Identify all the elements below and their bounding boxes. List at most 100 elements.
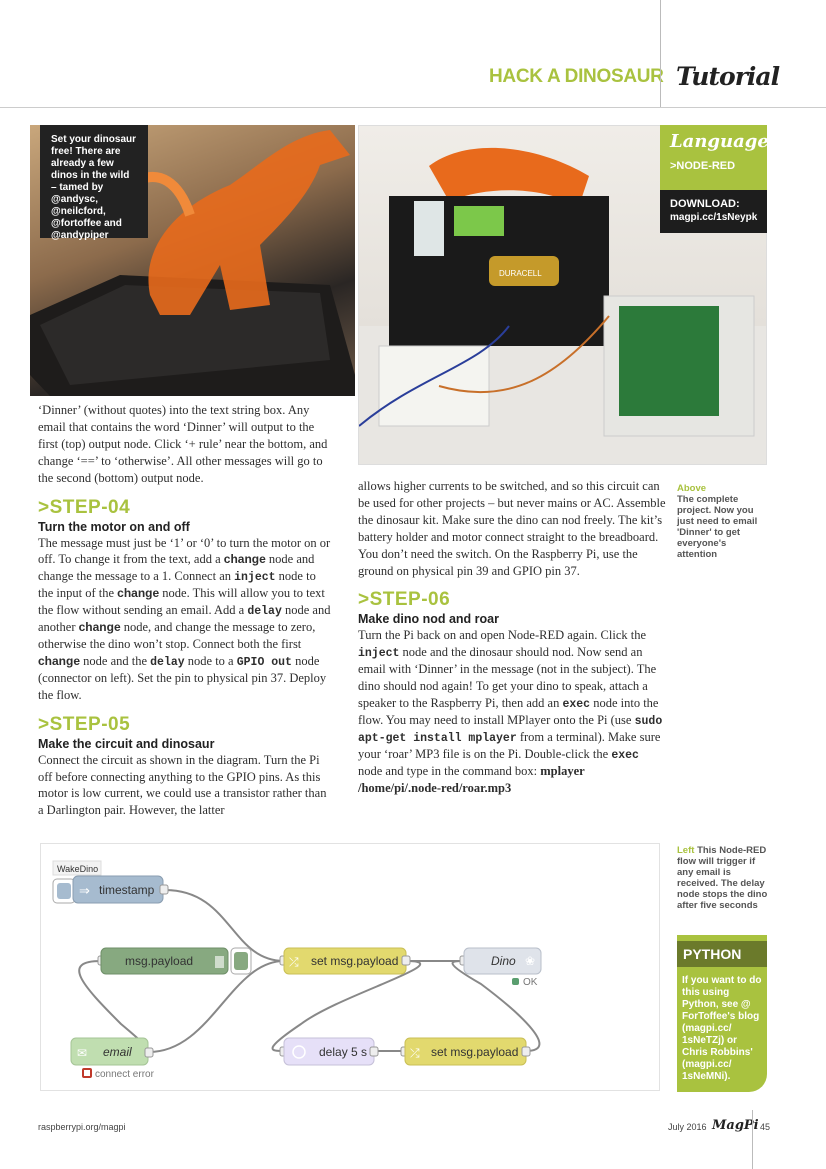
page-number: 45 bbox=[760, 1122, 771, 1132]
tutorial-label: Tutorial bbox=[676, 62, 780, 91]
download-label: DOWNLOAD: bbox=[670, 198, 740, 210]
inline-code: sudo apt-get install mplayer bbox=[358, 714, 663, 745]
inline-strong: magpi.cc/ 1sNeTZj bbox=[682, 1023, 732, 1046]
dinosaur-photo bbox=[30, 125, 355, 396]
continued-paragraph: allows higher currents to be switched, a… bbox=[358, 478, 666, 579]
text-run: from a terminal). Make sure your ‘roar’ … bbox=[358, 729, 661, 761]
change-2-label: set msg.payload bbox=[431, 1045, 518, 1059]
caption-above: Above The complete project. Now you just… bbox=[677, 483, 767, 560]
timer-icon bbox=[292, 1045, 306, 1059]
step-05-label: >STEP-05 bbox=[38, 713, 131, 735]
download-link[interactable]: magpi.cc/1sNeypk bbox=[670, 212, 758, 223]
text-run: node and the dinosaur should nod. Now se… bbox=[358, 645, 657, 711]
text-run: Connect the circuit as shown in the diag… bbox=[38, 752, 327, 818]
inject-node[interactable]: ⇒ timestamp bbox=[52, 875, 169, 904]
inject-label: timestamp bbox=[99, 883, 155, 897]
text-run: Turn the Pi back on and open Node-RED ag… bbox=[358, 628, 647, 643]
text-run: node and type in the command box: bbox=[358, 763, 541, 778]
email-label: email bbox=[103, 1045, 132, 1059]
language-value: >NODE-RED bbox=[670, 160, 736, 172]
inline-code: delay bbox=[150, 655, 185, 669]
inline-code: delay bbox=[247, 605, 282, 619]
gpio-node[interactable]: Dino ❀ OK bbox=[459, 947, 542, 988]
python-body: If you want to do this using Python, see… bbox=[677, 967, 767, 1091]
project-photo: DURACELL bbox=[358, 125, 767, 465]
magpi-logo: MagPi bbox=[712, 1118, 759, 1133]
step-06-label: >STEP-06 bbox=[358, 589, 451, 611]
debug-label: msg.payload bbox=[125, 954, 193, 968]
delay-node[interactable]: delay 5 s bbox=[279, 1037, 379, 1066]
gpio-label: Dino bbox=[491, 954, 516, 968]
battery-label: DURACELL bbox=[499, 269, 542, 278]
inline-bold: change bbox=[223, 552, 266, 567]
inline-code: exec bbox=[611, 748, 639, 762]
text-run: ‘Dinner’ (without quotes) into the text … bbox=[38, 403, 328, 485]
inline-bold: change bbox=[117, 586, 160, 601]
language-box: Language >NODE-RED bbox=[660, 125, 769, 190]
step-05-body: Connect the circuit as shown in the diag… bbox=[38, 752, 334, 820]
header-rule bbox=[0, 107, 826, 108]
envelope-icon: ✉ bbox=[77, 1046, 87, 1060]
flow-tab[interactable]: WakeDino bbox=[57, 864, 98, 874]
footer-divider bbox=[752, 1110, 753, 1169]
step-06-title: Make dino nod and roar bbox=[358, 612, 499, 627]
change-node-2[interactable]: ⤮ set msg.payload bbox=[400, 1037, 531, 1066]
text-run: node into the flow. You may need to inst… bbox=[358, 696, 659, 727]
list-icon bbox=[215, 956, 224, 968]
step-04-body: The message must just be ‘1’ or ‘0’ to t… bbox=[38, 535, 334, 704]
email-status: connect error bbox=[95, 1069, 155, 1080]
change-node-1[interactable]: ⤮ set msg.payload bbox=[279, 947, 411, 975]
header-divider bbox=[660, 0, 661, 107]
caption-text: The complete project. Now you just need … bbox=[677, 494, 758, 560]
text-run: node to the input of the bbox=[38, 569, 316, 601]
text-run: node and another bbox=[38, 603, 331, 635]
text-run: If you want to do this using Python, see… bbox=[682, 975, 762, 1034]
step-06-body: Turn the Pi back on and open Node-RED ag… bbox=[358, 627, 666, 796]
change-1-label: set msg.payload bbox=[311, 954, 398, 968]
inline-bold: change bbox=[78, 620, 121, 635]
inline-code: inject bbox=[234, 571, 276, 585]
text-run: node (connector on left). Set the pin to… bbox=[38, 653, 327, 702]
column-1: ‘Dinner’ (without quotes) into the text … bbox=[38, 402, 334, 819]
python-title: PYTHON bbox=[677, 941, 767, 967]
download-box: DOWNLOAD: magpi.cc/1sNeypk bbox=[660, 190, 767, 233]
text-run: allows higher currents to be switched, a… bbox=[358, 479, 666, 578]
shuffle-icon: ⤮ bbox=[410, 1046, 420, 1060]
text-run: node and change the message to a 1. Conn… bbox=[38, 552, 315, 584]
footer-url: raspberrypi.org/magpi bbox=[38, 1122, 126, 1132]
inline-code: GPIO out bbox=[236, 655, 292, 669]
footer-date: July 2016 bbox=[668, 1122, 707, 1132]
raspberry-icon: ❀ bbox=[525, 954, 535, 968]
delay-label: delay 5 s bbox=[319, 1045, 367, 1059]
text-run: The message must just be ‘1’ or ‘0’ to t… bbox=[38, 535, 331, 567]
intro-paragraph: ‘Dinner’ (without quotes) into the text … bbox=[38, 402, 334, 487]
caption-text: This Node-RED flow will trigger if any e… bbox=[677, 845, 768, 911]
inline-strong: magpi.cc/ 1sNeMNi bbox=[682, 1059, 732, 1082]
text-run: node. This will allow you to text the fl… bbox=[38, 586, 325, 618]
caption-key: Left bbox=[677, 845, 695, 856]
text-run: node, and change the message to zero, ot… bbox=[38, 620, 316, 651]
step-05-title: Make the circuit and dinosaur bbox=[38, 736, 215, 751]
step-04-label: >STEP-04 bbox=[38, 496, 131, 518]
inject-arrow-icon: ⇒ bbox=[79, 883, 90, 898]
step-04-title: Turn the motor on and off bbox=[38, 519, 190, 534]
inline-bold: change bbox=[38, 653, 81, 668]
caption-key: Above bbox=[677, 483, 707, 494]
inline-serifbold: mplayer /home/pi/.node-red/roar.mp3 bbox=[358, 763, 585, 795]
inline-code: exec bbox=[562, 698, 591, 712]
column-2: allows higher currents to be switched, a… bbox=[358, 478, 666, 797]
gpio-status: OK bbox=[523, 977, 538, 988]
text-run: ). bbox=[724, 1071, 731, 1082]
debug-node[interactable]: msg.payload bbox=[97, 947, 252, 975]
photo-caption: Set your dinosaur free! There are alread… bbox=[40, 125, 148, 241]
caption-left: Left This Node-RED flow will trigger if … bbox=[677, 845, 769, 911]
text-run: node and the bbox=[80, 653, 151, 668]
section-title: HACK A DINOSAUR bbox=[489, 66, 664, 87]
text-run: ) or Chris Robbins' ( bbox=[682, 1035, 753, 1070]
node-red-flow: WakeDino ⇒ timestamp msg.payload ✉ email… bbox=[40, 843, 660, 1091]
python-box: PYTHON If you want to do this using Pyth… bbox=[677, 935, 767, 1092]
shuffle-icon: ⤮ bbox=[289, 955, 299, 969]
inline-code: inject bbox=[358, 647, 400, 661]
text-run: node to a bbox=[184, 653, 237, 668]
email-node[interactable]: ✉ email connect error bbox=[70, 1037, 155, 1080]
